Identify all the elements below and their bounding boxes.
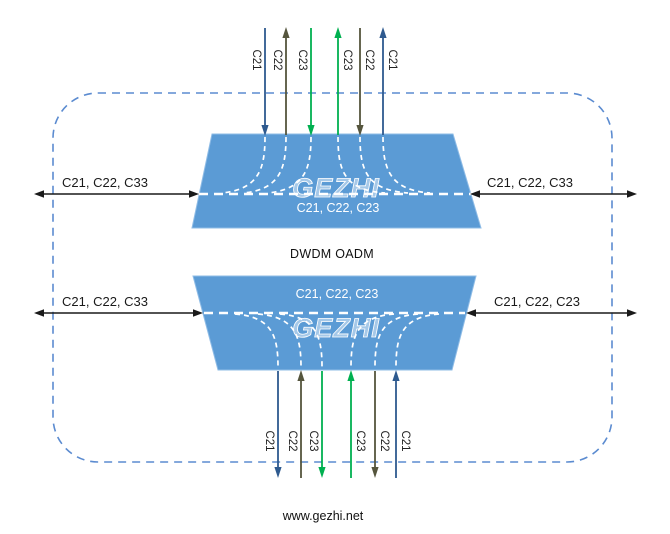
- express-label-top-right: C21, C22, C33: [487, 175, 573, 190]
- curve-top-left-3: [267, 136, 312, 194]
- port-label-bottom-c23-add: C23: [354, 430, 366, 452]
- arrowhead-tr-out: [627, 190, 637, 198]
- curve-top-right-3: [382, 136, 431, 194]
- port-label-bottom-c23-drop: C23: [307, 430, 319, 452]
- curve-top-right-1: [337, 136, 386, 194]
- arrowhead-bl-in: [193, 309, 203, 317]
- express-label-top-left: C21, C22, C33: [62, 175, 148, 190]
- mux-top-adddrop-curves: [221, 136, 431, 194]
- arrowhead-tl-in: [189, 190, 199, 198]
- website-footer: www.gezhi.net: [282, 509, 364, 523]
- arrowhead-tl-out: [34, 190, 44, 198]
- port-label-bottom-c22-drop: C22: [378, 430, 390, 452]
- bottom-port-arrows: [274, 370, 400, 478]
- mux-bottom-adddrop-curves: [234, 313, 440, 368]
- curve-bottom-right-1: [350, 313, 395, 368]
- arrowhead-bottom-c22-add: [297, 370, 305, 381]
- port-label-bottom-c22-add: C22: [286, 430, 298, 452]
- curve-bottom-left-2: [257, 313, 302, 368]
- express-label-bottom-left: C21, C22, C33: [62, 294, 148, 309]
- curve-bottom-right-2: [374, 313, 419, 368]
- mux-top-channels-label: C21, C22, C23: [296, 201, 380, 215]
- arrowhead-top-c21-drop: [261, 125, 269, 136]
- arrowhead-top-c21-add: [379, 27, 387, 38]
- gezhi-watermark-top: GEZHI: [292, 173, 380, 203]
- gezhi-watermark-bottom: GEZHI: [292, 313, 380, 343]
- curve-bottom-left-3: [279, 313, 323, 368]
- arrowhead-top-c23-add: [334, 27, 342, 38]
- port-label-top-c23-drop: C23: [296, 49, 308, 71]
- port-label-top-c21-drop: C21: [250, 49, 262, 71]
- curve-top-right-2: [359, 136, 409, 194]
- arrowhead-top-c23-drop: [307, 125, 315, 136]
- arrowhead-bottom-c22-drop: [371, 467, 379, 478]
- mux-bottom-trapezoid: [192, 275, 477, 371]
- curve-bottom-left-1: [234, 313, 279, 368]
- curve-top-left-1: [221, 136, 266, 194]
- fiber-ring-dashed-border: [52, 92, 613, 463]
- arrowhead-top-c22-drop: [356, 125, 364, 136]
- express-label-bottom-right: C21, C22, C23: [494, 294, 580, 309]
- curve-top-left-2: [243, 136, 287, 194]
- top-port-arrows: [261, 27, 387, 136]
- mux-bottom-channels-label: C21, C22, C23: [295, 287, 379, 301]
- port-label-top-c22-drop: C22: [363, 49, 375, 71]
- arrowhead-bottom-c21-drop: [274, 467, 282, 478]
- arrowhead-br-in: [466, 309, 476, 317]
- port-label-bottom-c21-add: C21: [399, 430, 411, 452]
- arrowhead-bottom-c23-drop: [318, 467, 326, 478]
- port-label-top-c21-add: C21: [386, 49, 398, 71]
- arrowhead-bl-out: [34, 309, 44, 317]
- arrowhead-bottom-c21-add: [392, 370, 400, 381]
- arrowhead-bottom-c23-add: [347, 370, 355, 381]
- curve-bottom-right-3: [395, 313, 440, 368]
- port-label-top-c23-add: C23: [341, 49, 353, 71]
- arrowhead-tr-in: [470, 190, 480, 198]
- arrowhead-top-c22-add: [282, 27, 290, 38]
- port-label-top-c22-add: C22: [271, 49, 283, 71]
- diagram-title: DWDM OADM: [290, 247, 374, 261]
- express-arrows: [34, 190, 637, 317]
- arrowhead-br-out: [627, 309, 637, 317]
- port-label-bottom-c21-drop: C21: [263, 430, 275, 452]
